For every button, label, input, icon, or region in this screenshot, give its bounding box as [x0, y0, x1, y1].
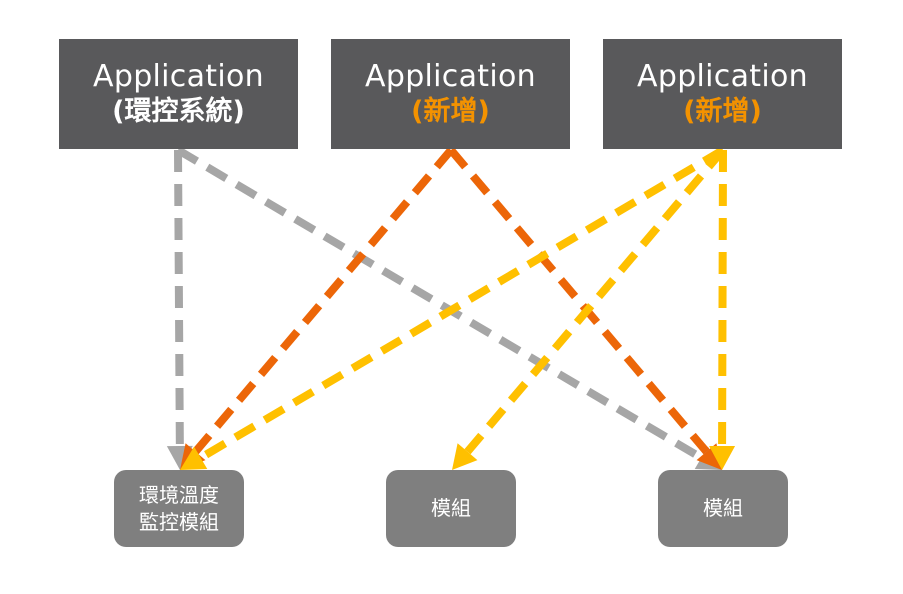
- module-box-1[interactable]: 模組: [386, 470, 516, 547]
- application-box-new-1[interactable]: Application (新增): [331, 39, 570, 149]
- module-label: 模組: [703, 496, 743, 520]
- dashed-line: [464, 147, 727, 455]
- arrowhead-icon: [452, 443, 478, 470]
- application-title: Application: [365, 59, 536, 94]
- dashed-line: [718, 149, 727, 447]
- connection-arrow-app2-to-module1: [452, 147, 727, 470]
- dashed-line: [175, 146, 704, 462]
- application-box-env-control[interactable]: Application (環控系統): [59, 39, 298, 149]
- connection-arrow-app2-to-module0: [180, 146, 726, 470]
- dashed-line: [192, 147, 455, 455]
- connection-arrow-app1-to-module0: [180, 147, 455, 470]
- dashed-line: [447, 147, 710, 455]
- module-label-line: 環境溫度: [139, 482, 219, 507]
- application-box-new-2[interactable]: Application (新增): [603, 39, 842, 149]
- module-box-env-temp-monitor[interactable]: 環境溫度 監控模組: [114, 470, 244, 547]
- application-title: Application: [637, 59, 808, 94]
- dashed-line: [174, 149, 184, 447]
- application-title: Application: [93, 59, 264, 94]
- module-label-line: 監控模組: [139, 509, 219, 534]
- arrowhead-icon: [180, 446, 208, 470]
- arrowhead-icon: [709, 445, 736, 470]
- application-subtitle-new: (新增): [683, 96, 762, 127]
- connection-arrow-app0-to-module0: [166, 149, 193, 470]
- application-subtitle-new: (新增): [411, 96, 490, 127]
- module-box-2[interactable]: 模組: [658, 470, 788, 547]
- connection-arrow-app2-to-module2: [709, 149, 736, 470]
- module-label: 模組: [431, 496, 471, 520]
- application-subtitle: (環控系統): [112, 96, 245, 127]
- dashed-line: [198, 146, 726, 462]
